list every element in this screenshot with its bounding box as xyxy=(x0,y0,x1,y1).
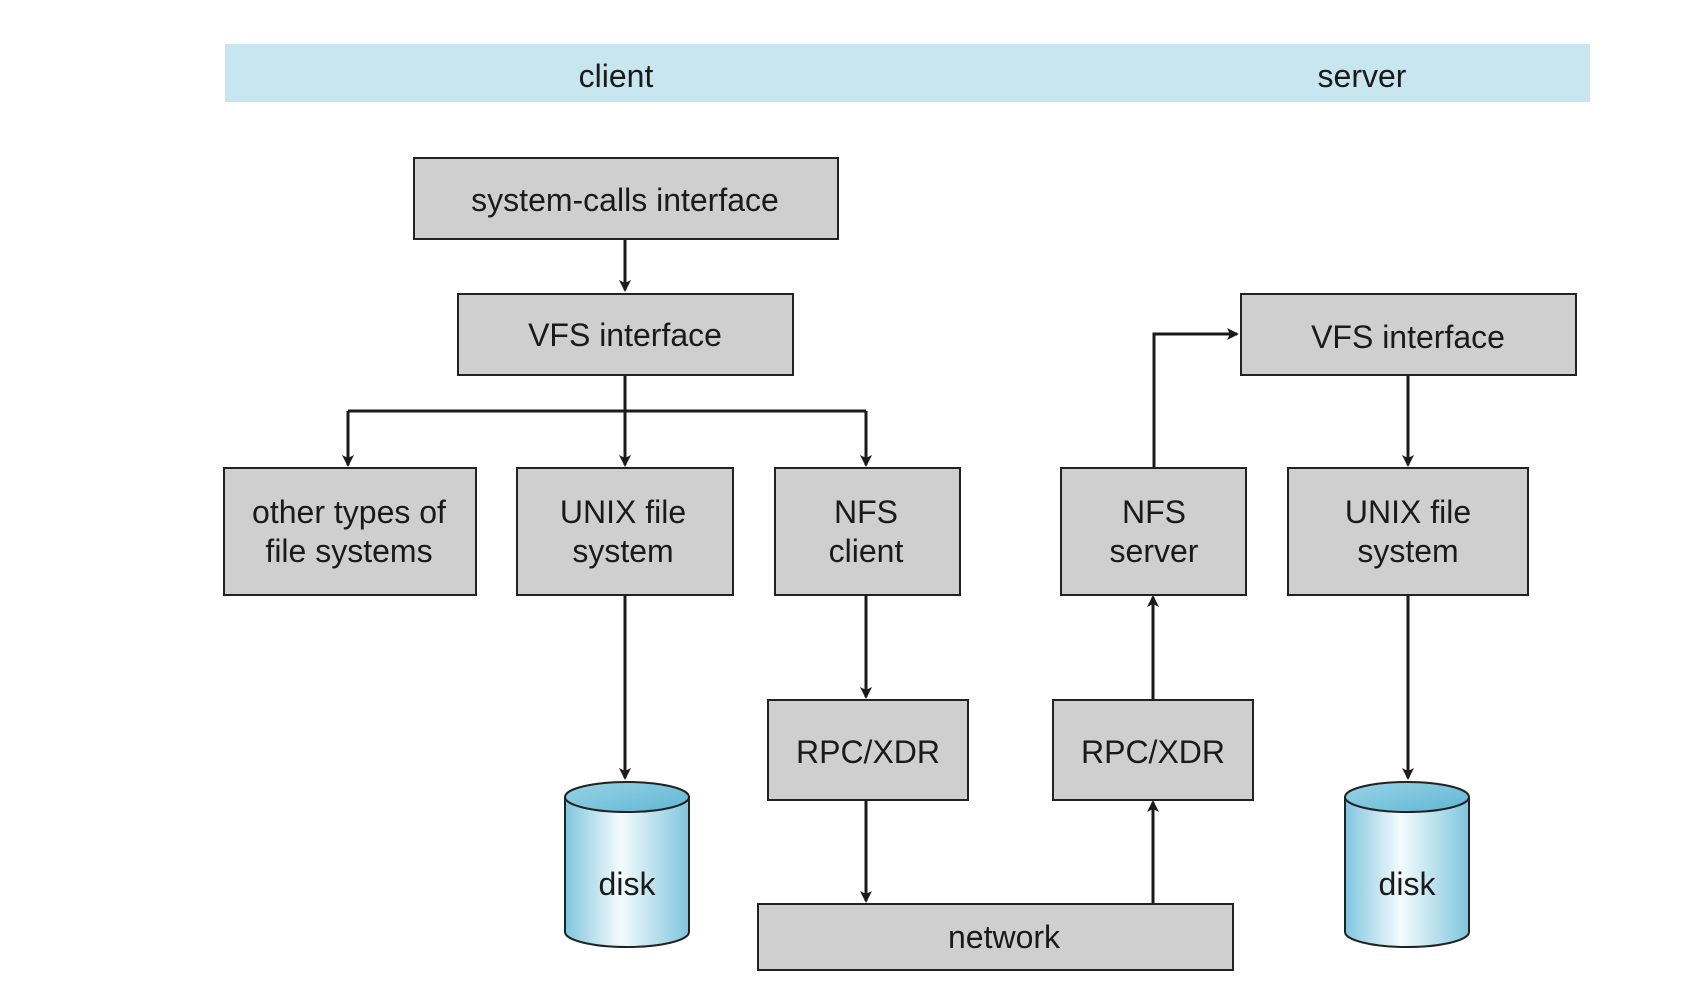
node-other-file-systems: other types of file systems xyxy=(223,467,477,596)
node-client-unix-file-system-label-line1: UNIX file xyxy=(560,494,686,530)
server-disk-top xyxy=(1344,781,1470,813)
node-client-vfs-interface-label: VFS interface xyxy=(528,317,722,353)
client-disk-top xyxy=(564,781,690,813)
header-band xyxy=(225,44,1590,102)
node-client-vfs-interface: VFS interface xyxy=(457,293,794,376)
node-client-unix-file-system-label-line2: system xyxy=(572,533,673,569)
node-syscalls-interface: system-calls interface xyxy=(413,157,839,240)
client-header-label: client xyxy=(579,58,654,94)
node-client-rpc-xdr-label: RPC/XDR xyxy=(796,734,940,770)
node-server-rpc-xdr-label: RPC/XDR xyxy=(1081,734,1225,770)
node-nfs-client: NFS client xyxy=(774,467,961,596)
server-disk: disk xyxy=(1344,781,1470,948)
client-disk: disk xyxy=(564,781,690,948)
client-disk-label: disk xyxy=(599,866,657,902)
node-syscalls-interface-label: system-calls interface xyxy=(471,182,779,218)
node-nfs-server: NFS server xyxy=(1060,467,1247,596)
node-nfs-server-label-line1: NFS xyxy=(1122,494,1186,530)
node-nfs-client-label-line1: NFS xyxy=(834,494,898,530)
server-header-label: server xyxy=(1318,58,1407,94)
node-nfs-server-label-line2: server xyxy=(1110,533,1199,569)
node-nfs-client-label-line2: client xyxy=(829,533,904,569)
node-server-unix-file-system: UNIX file system xyxy=(1287,467,1529,596)
node-client-unix-file-system: UNIX file system xyxy=(516,467,734,596)
node-server-rpc-xdr: RPC/XDR xyxy=(1052,699,1254,801)
server-disk-label: disk xyxy=(1379,866,1437,902)
node-server-vfs-interface: VFS interface xyxy=(1240,293,1577,376)
edge-nfs-server-to-vfs-server xyxy=(1152,328,1239,467)
edges xyxy=(342,239,1414,903)
node-network-label: network xyxy=(948,919,1061,955)
node-server-unix-file-system-label-line2: system xyxy=(1357,533,1458,569)
node-server-vfs-interface-label: VFS interface xyxy=(1311,319,1505,355)
node-server-unix-file-system-label-line1: UNIX file xyxy=(1345,494,1471,530)
node-other-file-systems-label-line1: other types of xyxy=(252,494,446,530)
node-other-file-systems-label-line2: file systems xyxy=(265,533,432,569)
node-network: network xyxy=(757,903,1234,971)
node-client-rpc-xdr: RPC/XDR xyxy=(767,699,969,801)
